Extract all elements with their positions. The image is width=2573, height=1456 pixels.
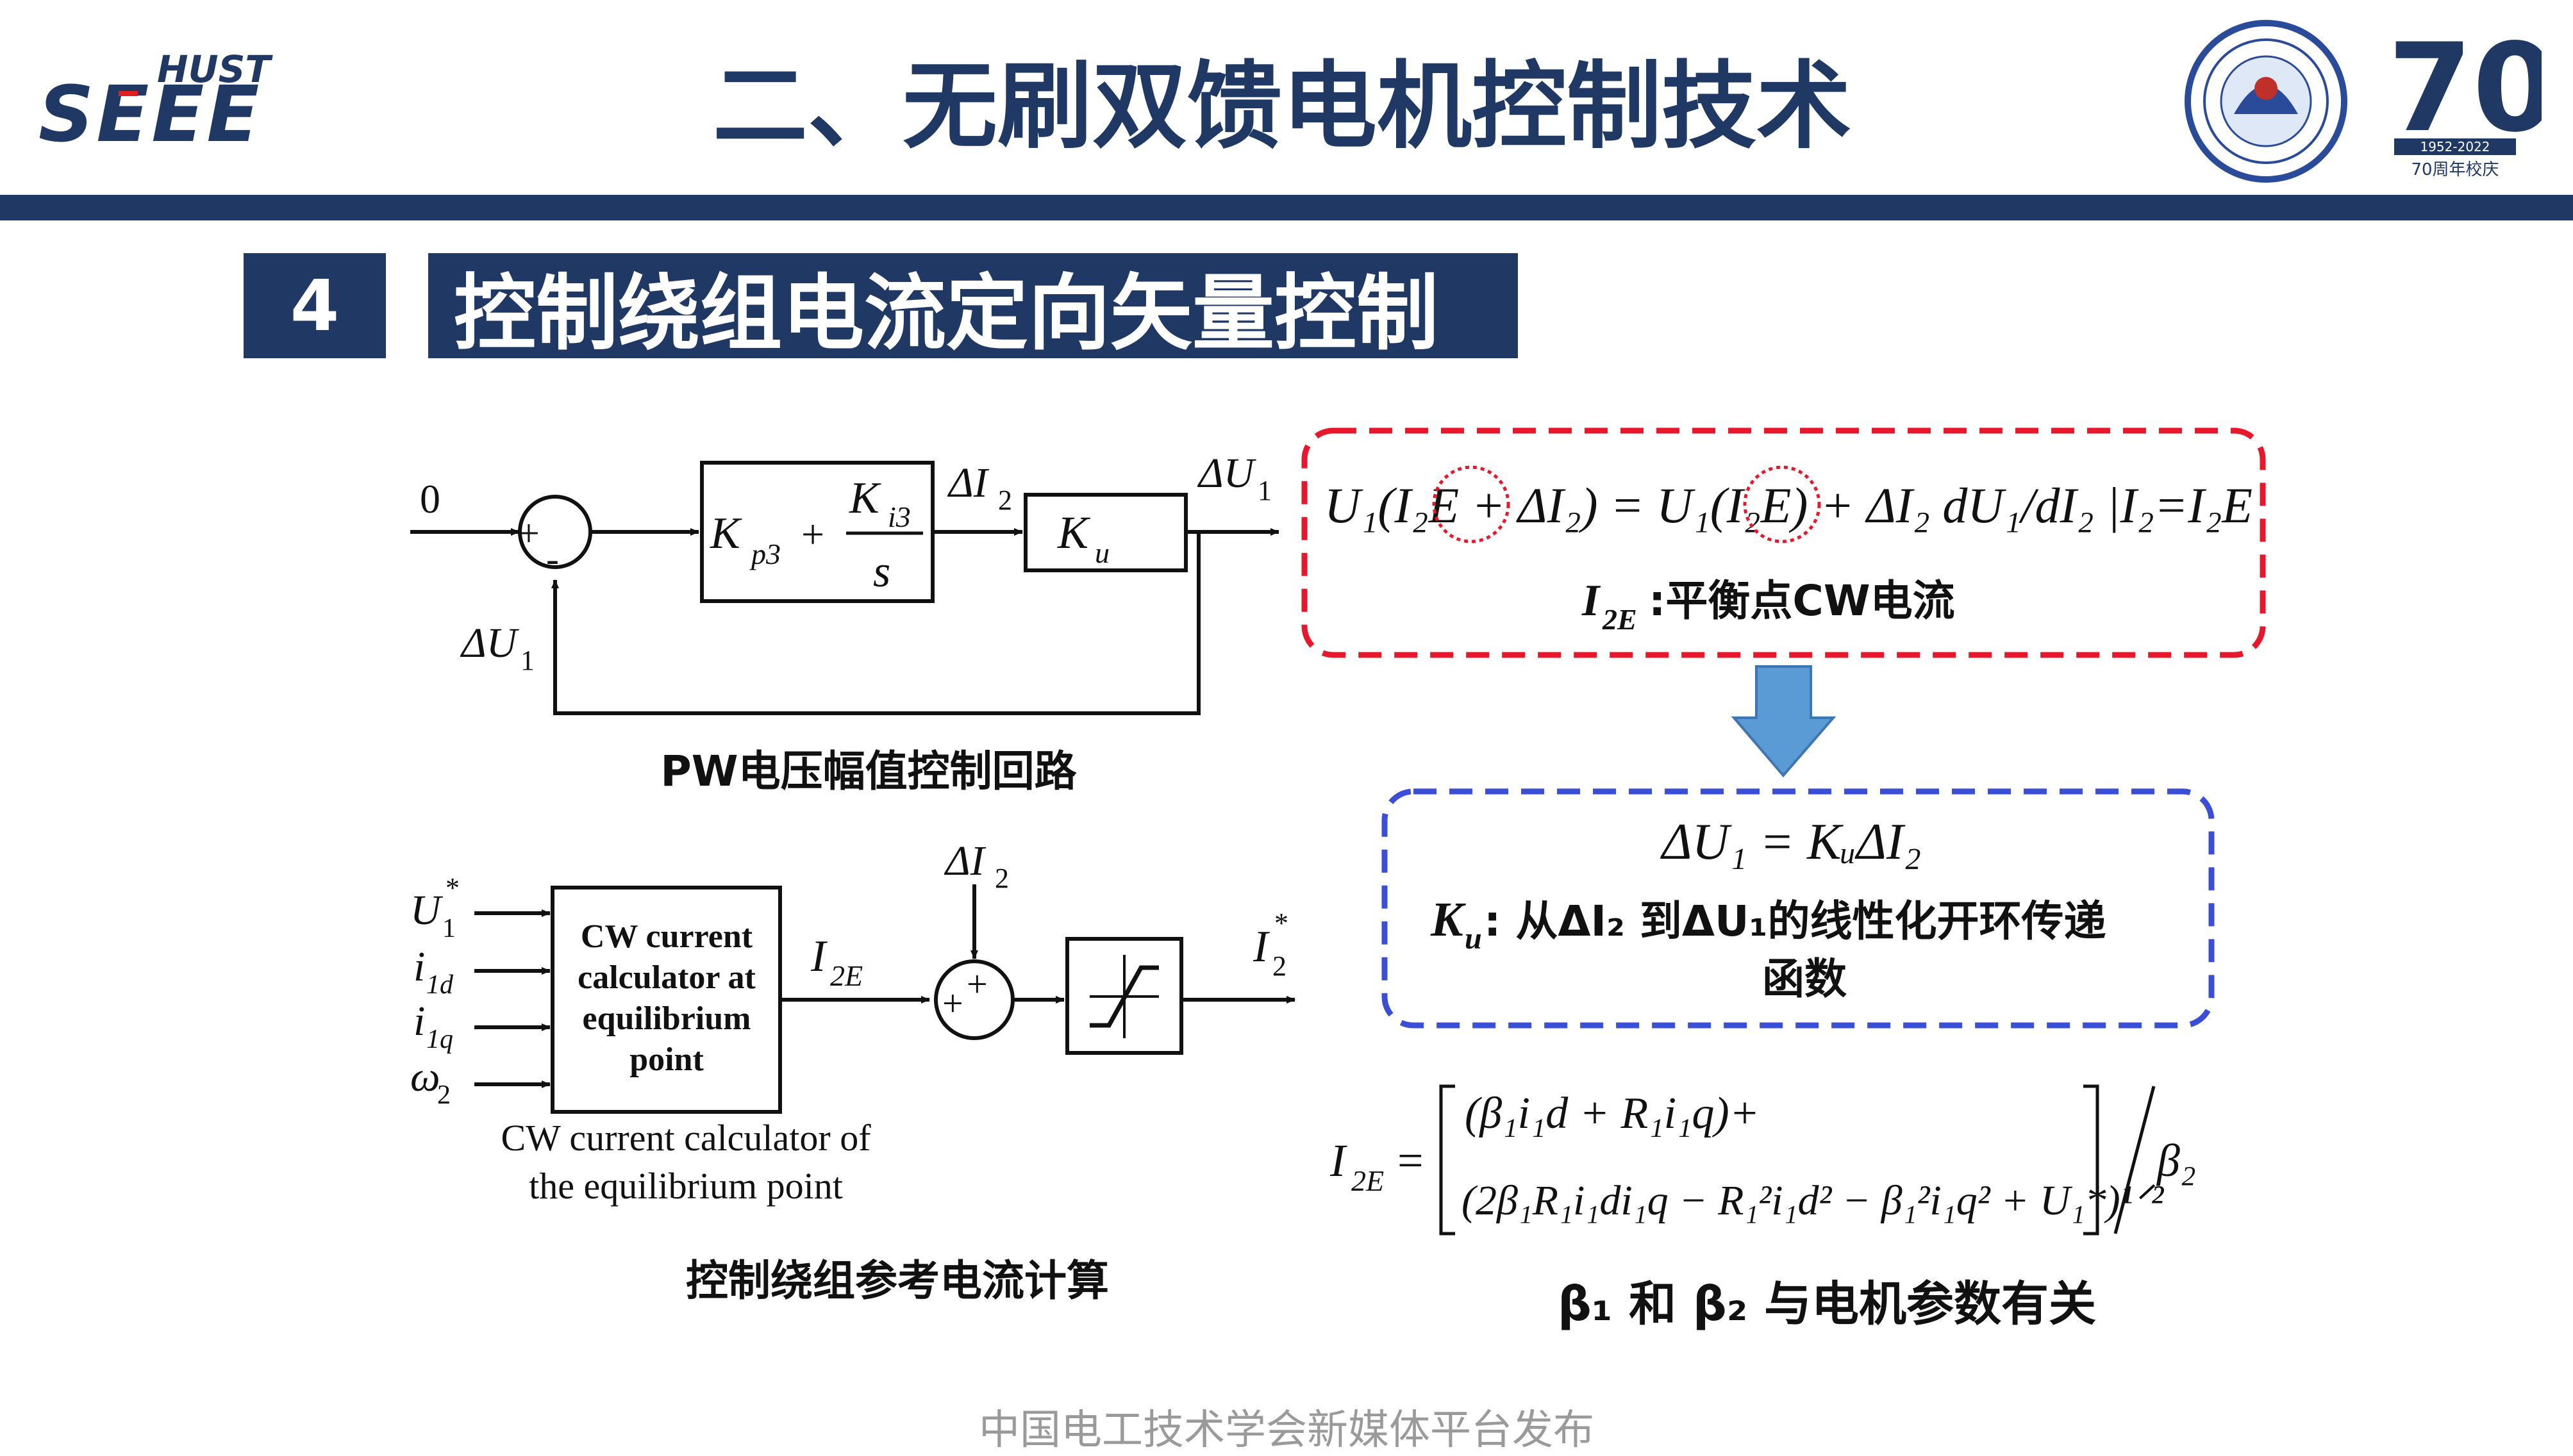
svg-text:=: =: [1397, 1135, 1424, 1186]
red-note-symbol-sub: 2E: [1602, 603, 1637, 636]
input-omega2-sub: 2: [437, 1080, 451, 1110]
formula-line1: (β₁i₁d + R₁i₁q)+: [1465, 1089, 1760, 1138]
formula-divide-slash: [2113, 1086, 2156, 1234]
block-text-line4: point: [629, 1041, 704, 1078]
input-omega2: ω: [410, 1054, 440, 1100]
signal-dI2-top-sub: 2: [998, 484, 1012, 516]
header-divider-band: [0, 195, 2573, 220]
cw-reference-caption: 控制绕组参考电流计算: [686, 1256, 1109, 1305]
section-title: 控制绕组电流定向矢量控制: [428, 253, 1518, 361]
input-i1d: i: [413, 943, 425, 990]
highlight-I2E-right: [1743, 465, 1821, 543]
formula-note: β₁ 和 β₂ 与电机参数有关: [1558, 1277, 2096, 1332]
pi-ki: K: [849, 474, 881, 523]
blue-note-line1: : 从ΔI₂ 到ΔU₁的线性化开环传递: [1484, 897, 2106, 946]
input-zero-label: 0: [420, 476, 440, 522]
formula-right-bracket: [2083, 1084, 2099, 1236]
block-text-line3: equilibrium: [583, 1000, 751, 1037]
sum-plus-left: +: [942, 982, 963, 1024]
down-arrow-icon: [1731, 665, 1836, 778]
badge-caption-text: 70周年校庆: [2411, 160, 2499, 179]
signal-dI2-top: ΔI: [947, 459, 990, 506]
pw-voltage-loop-diagram: 0 + - K p3 + K i3 s ΔI 2 K u ΔU 1 ΔU: [410, 450, 1279, 715]
block-text-line2: calculator at: [578, 959, 756, 996]
gain-k-sub: u: [1095, 536, 1110, 569]
saturation-curve-icon: [1090, 965, 1159, 1028]
formula-divisor: β₂: [2156, 1135, 2196, 1186]
input-U1-star: *: [445, 872, 460, 904]
highlight-I2E-left: [1432, 465, 1510, 543]
formula-lhs: I: [1329, 1135, 1347, 1186]
feedback-path: [551, 532, 1201, 715]
saturation-limiter-block: [1065, 937, 1183, 1055]
input-U1: U: [410, 887, 444, 934]
pi-ki-sub: i3: [888, 500, 911, 533]
sum-plus-top: +: [967, 963, 988, 1005]
svg-text:+: +: [518, 512, 540, 554]
footer-publisher-note: 中国电工技术学会新媒体平台发布: [979, 1407, 1594, 1454]
blue-note-symbol-sub: u: [1465, 922, 1482, 956]
formula-lhs-sub: 2E: [1351, 1164, 1384, 1197]
linearization-equation-box: U₁(I₂E + ΔI₂) = U₁(I₂E) + ΔI₂ dU₁/dI₂ |I…: [1301, 427, 2266, 658]
linearization-equation: U₁(I₂E + ΔI₂) = U₁(I₂E) + ΔI₂ dU₁/dI₂ |I…: [1324, 477, 2252, 533]
block-note-line1: CW current calculator of: [501, 1117, 871, 1159]
output-I2-star: *: [1274, 907, 1288, 939]
signal-I2E-sub: 2E: [830, 959, 863, 992]
school-seal-icon: [2183, 18, 2349, 185]
anniversary-70-badge: 70 1952-2022 70周年校庆: [2381, 17, 2557, 191]
pi-s: s: [873, 547, 890, 597]
gain-k: K: [1057, 507, 1091, 558]
formula-line2: (2β₁R₁i₁di₁q − R₁²i₁d² − β₁²i₁q² + U₁*)¹…: [1461, 1177, 2164, 1224]
red-note-text: :平衡点CW电流: [1649, 576, 1955, 625]
pi-kp: K: [710, 509, 742, 558]
I2E-formula: I 2E = (β₁i₁d + R₁i₁q)+ (2β₁R₁i₁di₁q − R…: [1329, 1084, 2196, 1332]
formula-left-bracket: [1439, 1084, 1455, 1236]
pi-plus: +: [801, 511, 824, 557]
input-i1d-sub: 1d: [426, 970, 454, 1000]
block-note-line2: the equilibrium point: [529, 1165, 843, 1207]
blue-note-line2: 函数: [1762, 954, 1847, 1004]
cw-reference-current-diagram: U 1 * i 1d i 1q ω 2 CW current calculato…: [410, 838, 1295, 1207]
signal-dI2-bottom-sub: 2: [995, 863, 1009, 894]
logo-hust-text: HUST: [157, 47, 273, 91]
blue-note-symbol: K: [1430, 893, 1466, 947]
output-I2-sub: 2: [1272, 950, 1286, 982]
pi-kp-sub: p3: [749, 538, 781, 570]
output-I2: I: [1253, 922, 1270, 972]
signal-dI2-bottom: ΔI: [944, 838, 987, 884]
red-note-symbol: I: [1581, 576, 1601, 625]
output-dU1-sub: 1: [1258, 475, 1272, 506]
sum-minus-label: -: [546, 538, 559, 580]
section-number: 4: [244, 253, 386, 358]
input-i1q: i: [413, 998, 425, 1045]
input-i1q-sub: 1q: [426, 1025, 453, 1054]
badge-years-text: 1952-2022: [2420, 139, 2490, 154]
input-U1-sub: 1: [442, 914, 456, 943]
school-logo: HUST SEEE: [35, 45, 292, 160]
badge-70-text: 70: [2388, 18, 2542, 159]
output-dU1: ΔU: [1197, 450, 1257, 497]
transfer-equation: ΔU₁ = KᵤΔI₂: [1660, 814, 1922, 870]
logo-seee-text: SEEE: [38, 70, 262, 154]
feedback-dU1: ΔU: [460, 620, 520, 666]
feedback-dU1-sub: 1: [520, 645, 535, 676]
transfer-function-box: ΔU₁ = KᵤΔI₂ K u : 从ΔI₂ 到ΔU₁的线性化开环传递 函数: [1381, 788, 2215, 1029]
page-title: 二、无刷双馈电机控制技术: [713, 51, 1851, 161]
signal-I2E: I: [810, 932, 828, 981]
block-text-line1: CW current: [581, 918, 753, 955]
pw-loop-caption: PW电压幅值控制回路: [660, 747, 1077, 796]
